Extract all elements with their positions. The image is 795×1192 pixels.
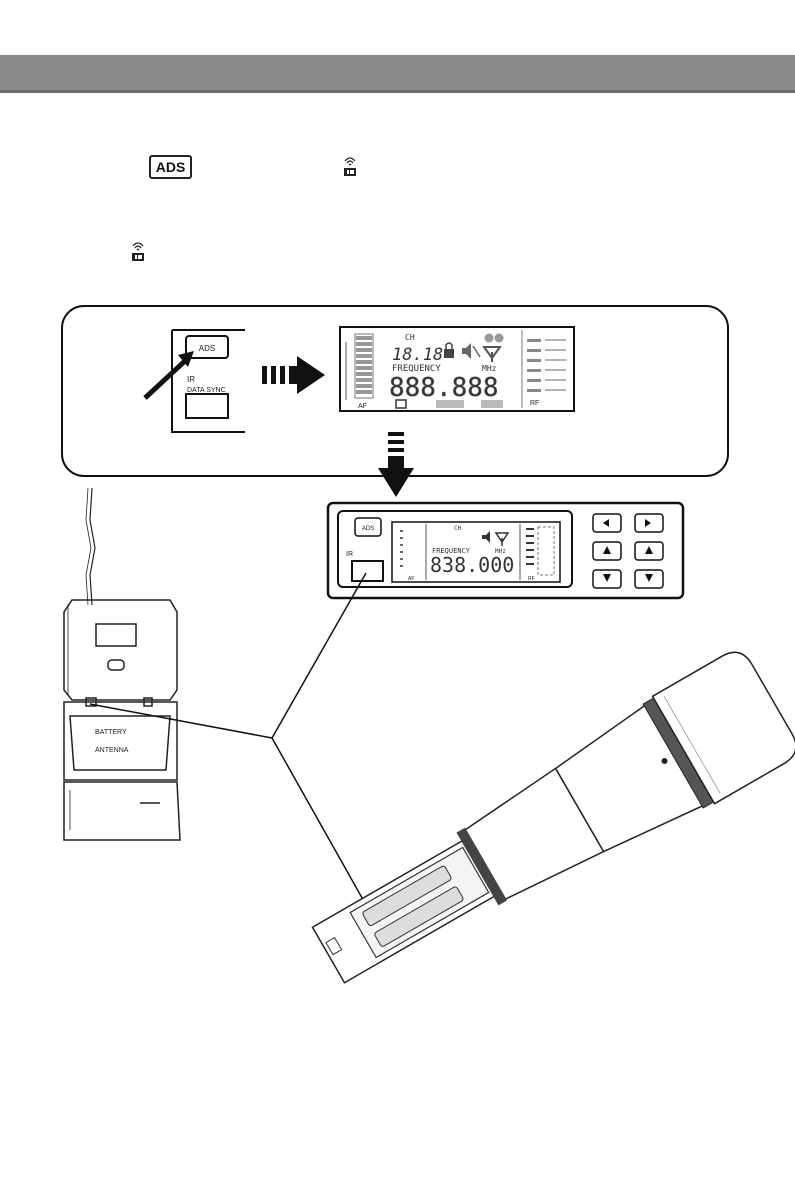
ch-label: CH <box>405 333 415 342</box>
receiver-af-label: AF <box>408 576 414 582</box>
rf-meter: RF <box>522 330 566 408</box>
receiver-ir-label: IR <box>346 551 353 558</box>
data-sync-label: DATA SYNC <box>187 387 226 394</box>
antenna-icon <box>484 334 504 363</box>
bodypack-antenna-label: ANTENNA <box>95 747 129 754</box>
receiver-frequency-value: 838.000 <box>430 553 514 577</box>
ads-button-label: ADS <box>199 344 215 353</box>
receiver-ir-window <box>352 561 383 581</box>
frequency-value: 888.888 <box>389 373 499 403</box>
ch-value: 18.18 <box>392 345 443 365</box>
receiver-ads-label: ADS <box>362 526 374 532</box>
rf-label: RF <box>530 400 539 407</box>
lock-icon <box>444 343 454 358</box>
receiver-rf-label: RF <box>528 576 535 582</box>
ir-label: IR <box>187 375 195 384</box>
af-label: AF <box>358 403 367 410</box>
handheld-microphone <box>297 645 795 1008</box>
bodypack-transmitter <box>64 488 180 840</box>
receiver-ch-label: CH <box>454 525 462 532</box>
arrow-right-icon <box>262 356 325 394</box>
arrow-down-icon <box>378 432 414 497</box>
mute-icon <box>462 343 480 359</box>
af-meter: AF <box>346 334 373 410</box>
ir-alignment-lines <box>90 573 388 944</box>
ir-window <box>186 394 228 418</box>
mhz-label: MHz <box>482 364 497 373</box>
bodypack-battery-label: BATTERY <box>95 729 127 736</box>
